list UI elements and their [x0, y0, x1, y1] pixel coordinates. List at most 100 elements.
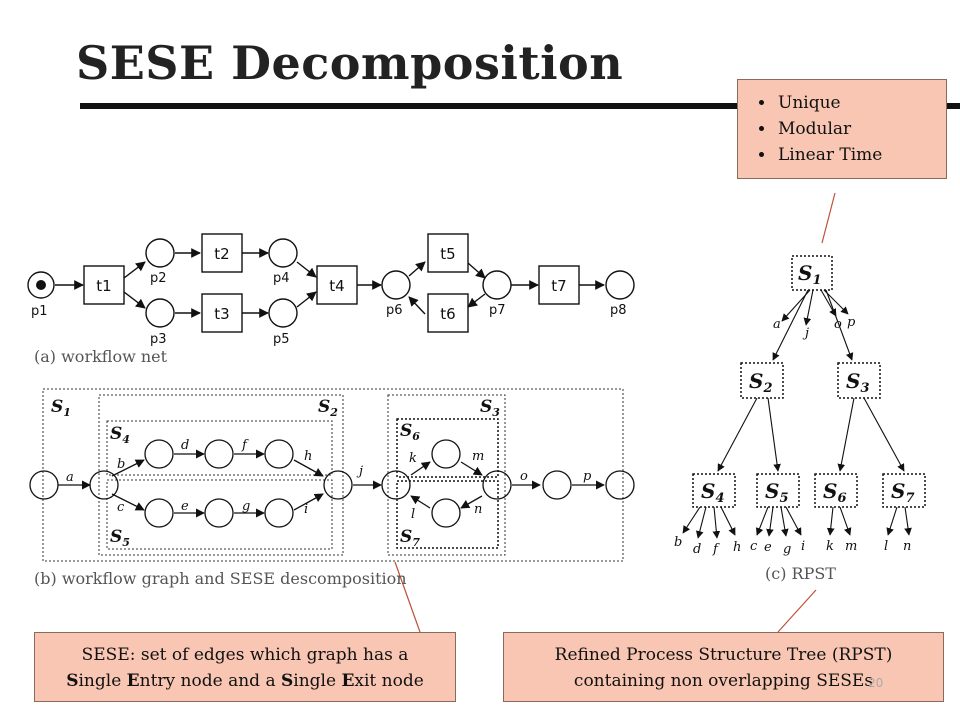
graph-node [431, 498, 461, 528]
figure-a-caption: (a) workflow net [34, 347, 168, 366]
rpst-leaf: h [733, 540, 741, 555]
region-s2 [98, 394, 344, 556]
region-label: S3 [480, 397, 500, 419]
sese-definition-callout: SESE: set of edges which graph has a Sin… [34, 632, 456, 702]
transition-t5 [427, 233, 469, 273]
transition-label: t6 [440, 305, 455, 323]
transition-label: t4 [329, 277, 344, 295]
edge-label: k [409, 451, 417, 466]
edge-label: l [411, 507, 415, 522]
transition-label: t2 [214, 245, 229, 263]
region-label: S2 [318, 397, 338, 419]
edge-label: f [241, 438, 249, 453]
sese-definition-fragment: ntry node and a [139, 671, 281, 691]
graph-node [29, 470, 59, 500]
place-p8 [605, 270, 635, 300]
place-p4 [268, 238, 298, 268]
sese-definition-fragment: ingle [293, 671, 342, 691]
region-label: S6 [400, 421, 420, 443]
rpst-leaf: c [750, 539, 758, 554]
edge-label: j [356, 464, 363, 479]
sese-definition-fragment: S [66, 671, 79, 691]
edge-label: p [583, 469, 592, 484]
place-label: p8 [610, 303, 627, 318]
rpst-node-s3 [837, 362, 881, 399]
property-item: Linear Time [776, 142, 946, 168]
transition-t7 [538, 265, 580, 305]
rpst-leaf: m [845, 539, 857, 554]
title-rule [80, 103, 960, 109]
workflow-graph [29, 439, 635, 528]
edge-label: e [181, 499, 189, 514]
transition-label: t1 [96, 277, 111, 295]
properties-callout: Unique Modular Linear Time [737, 79, 947, 179]
rpst-node-s7 [882, 473, 926, 508]
place-p2 [145, 238, 175, 268]
place-p3 [145, 298, 175, 328]
edge-label: g [242, 499, 250, 514]
edge-label: n [474, 502, 482, 517]
rpst-definition-line2: containing non overlapping SESEs [573, 671, 874, 691]
region-s6 [396, 418, 499, 478]
place-label: p3 [150, 332, 167, 347]
edge-label: b [117, 457, 125, 472]
rpst-node-s2 [740, 362, 784, 399]
callout-connector [394, 561, 421, 633]
callout-connector [777, 589, 817, 633]
callout-connector [821, 192, 836, 244]
graph-node [264, 439, 294, 469]
region-label: S7 [400, 527, 420, 549]
edge-label: c [117, 500, 125, 515]
rpst-leaf: b [674, 535, 682, 550]
graph-node [89, 470, 119, 500]
graph-node [204, 498, 234, 528]
region-label: S1 [51, 397, 71, 419]
graph-node [605, 470, 635, 500]
rpst-leaf: g [783, 542, 791, 557]
sese-definition-fragment: E [126, 671, 140, 691]
graph-node [323, 470, 353, 500]
graph-node [431, 439, 461, 469]
transition-t1 [83, 265, 125, 305]
rpst-definition-callout: Refined Process Structure Tree (RPST) co… [503, 632, 944, 702]
workflow-net [27, 233, 635, 333]
place-p7 [482, 270, 512, 300]
graph-node [381, 470, 411, 500]
graph-node [144, 498, 174, 528]
rpst-leaf: a [773, 317, 781, 332]
place-label: p2 [150, 271, 167, 286]
transition-t3 [201, 293, 243, 333]
transition-t6 [427, 293, 469, 333]
figure-c-caption: (c) RPST [765, 564, 836, 583]
rpst-leaf: k [826, 539, 834, 554]
edge-label: a [66, 470, 74, 485]
rpst-edges [682, 289, 912, 539]
transition-t4 [316, 265, 358, 305]
graph-node [542, 470, 572, 500]
rpst-definition-line1: Refined Process Structure Tree (RPST) [554, 645, 893, 665]
rpst-leaf: i [801, 539, 805, 554]
edge-label: d [181, 438, 189, 453]
place-label: p1 [31, 304, 48, 319]
sese-definition-fragment: xit node [354, 671, 424, 691]
property-item: Unique [776, 90, 946, 116]
sese-definition-line2: Single Entry node and a Single Exit node [35, 668, 455, 694]
property-item: Modular [776, 116, 946, 142]
transition-label: t3 [214, 305, 229, 323]
rpst-leaf: n [903, 539, 911, 554]
transition-label: t5 [440, 245, 455, 263]
place-p5 [268, 298, 298, 328]
region-s1 [42, 388, 624, 562]
sese-definition-fragment: E [341, 671, 355, 691]
region-label: S5 [110, 527, 130, 549]
rpst-leaf: e [764, 540, 772, 555]
place-label: p7 [489, 303, 506, 318]
transition-t2 [201, 233, 243, 273]
sese-definition-line1: SESE: set of edges which graph has a [81, 645, 409, 665]
slide-title: SESE Decomposition [76, 36, 624, 90]
graph-node [264, 498, 294, 528]
graph-node [204, 439, 234, 469]
rpst-leaf: f [712, 542, 720, 557]
place-label: p6 [386, 303, 403, 318]
